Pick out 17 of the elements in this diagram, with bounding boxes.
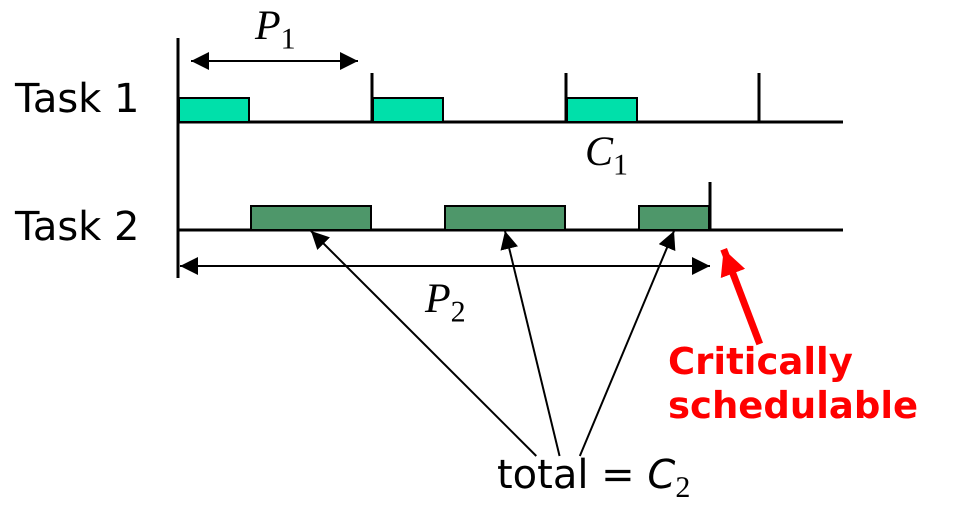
time-slice-bar	[638, 205, 710, 231]
math-label: P$_{1}$	[255, 2, 296, 56]
math-label: C$_{1}$	[585, 128, 628, 182]
row-label: Task 1	[15, 76, 140, 122]
time-slice-bar	[566, 97, 638, 123]
row-label: Task 2	[15, 204, 140, 250]
leader-arrow	[310, 230, 537, 457]
leader-arrow	[578, 230, 676, 456]
time-slice-bar	[250, 205, 372, 231]
time-slice-bar	[444, 205, 566, 231]
time-slice-bar	[372, 97, 444, 123]
equation-label: total = C$_{2}$	[497, 452, 690, 505]
leader-arrow	[720, 248, 764, 346]
time-slice-bar	[178, 97, 250, 123]
leader-arrow	[500, 230, 561, 456]
math-label: P$_{2}$	[425, 275, 466, 330]
annotation-text: Critically schedulable	[668, 340, 958, 429]
